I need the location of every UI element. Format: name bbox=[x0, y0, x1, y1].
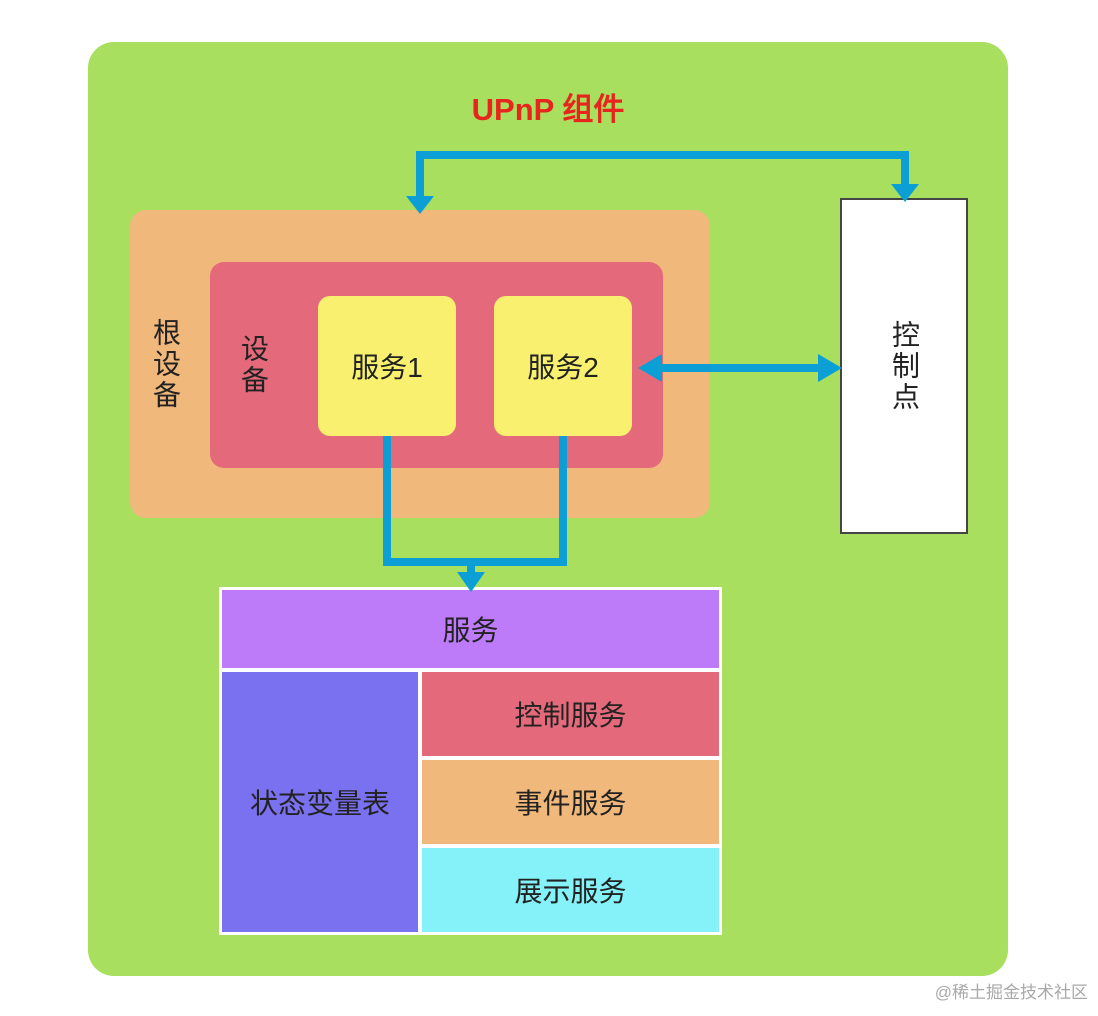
event-service-row: 事件服务 bbox=[422, 760, 719, 844]
control-point-box: 控制点 bbox=[840, 198, 968, 534]
state-variable-table-cell: 状态变量表 bbox=[222, 672, 418, 932]
service1-box: 服务1 bbox=[318, 296, 456, 436]
display-service-row: 展示服务 bbox=[422, 848, 719, 932]
service-table-header: 服务 bbox=[222, 590, 719, 668]
watermark: @稀土掘金技术社区 bbox=[934, 983, 1088, 1002]
control-service-row: 控制服务 bbox=[422, 672, 719, 756]
diagram-title: UPnP 组件 bbox=[471, 92, 625, 127]
root-device-label: 根设备 bbox=[150, 317, 181, 411]
device-label: 设备 bbox=[238, 334, 269, 396]
service-structure-table: 服务 状态变量表 控制服务 事件服务 展示服务 bbox=[219, 587, 722, 935]
service2-box: 服务2 bbox=[494, 296, 632, 436]
